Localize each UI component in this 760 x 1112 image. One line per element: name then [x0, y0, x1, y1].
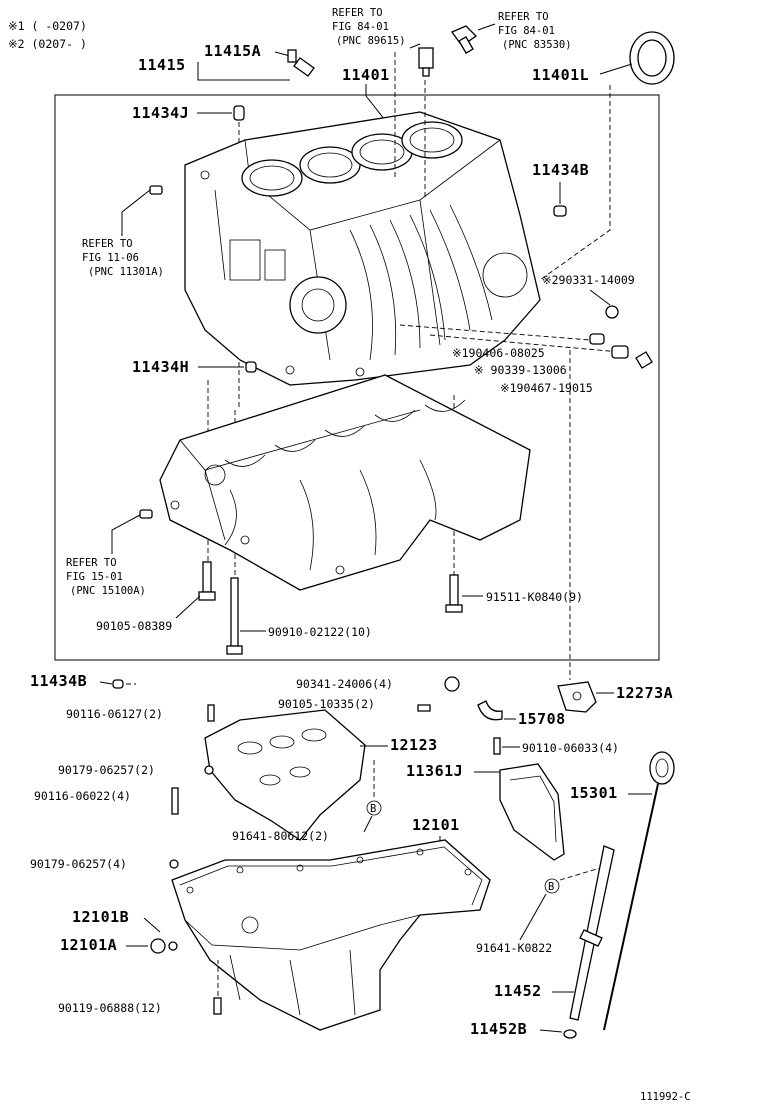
ref-fig84-line1-a: REFER TO [332, 7, 383, 19]
pin-icon [553, 205, 567, 217]
dipstick-15301 [603, 751, 675, 1031]
part-11401L[interactable]: 11401L [532, 66, 589, 84]
baffle-plate-12123 [204, 709, 366, 841]
part-90910-02122[interactable]: 90910-02122(10) [268, 625, 372, 639]
drain-plug-icon [150, 938, 166, 954]
part-11452[interactable]: 11452 [494, 982, 542, 1000]
part-90110-06033[interactable]: 90110-06033(4) [522, 741, 619, 755]
ref-fig1106-line1: REFER TO [82, 238, 133, 250]
ref-fig84-line3-a: (PNC 89615) [336, 35, 406, 47]
ref-fig1106-line3: (PNC 11301A) [88, 266, 164, 278]
part-91511-K0840[interactable]: 91511-K0840(9) [486, 590, 583, 604]
part-11434H[interactable]: 11434H [132, 358, 189, 376]
part-90105-08389[interactable]: 90105-08389 [96, 619, 172, 633]
block-group-frame [54, 94, 660, 661]
ref-fig1501-line1: REFER TO [66, 557, 117, 569]
bore-4 [401, 121, 463, 159]
dipstick-guide-11452 [569, 845, 615, 1021]
part-90116-06022[interactable]: 90116-06022(4) [34, 789, 131, 803]
part-12101A[interactable]: 12101A [60, 936, 117, 954]
stud-icon-2 [171, 787, 179, 815]
part-11401[interactable]: 11401 [342, 66, 390, 84]
part-90116-06127[interactable]: 90116-06127(2) [66, 707, 163, 721]
bolt-90119-icon [213, 997, 222, 1015]
note-1: ※1 ( -0207) [8, 19, 87, 33]
bore-1 [241, 159, 303, 197]
part-11415A[interactable]: 11415A [204, 42, 261, 60]
ref-fig1106-line2: FIG 11-06 [82, 252, 139, 264]
ref-fig84-line2-a: FIG 84-01 [332, 21, 389, 33]
part-91641-80612[interactable]: 91641-80612(2) [232, 829, 329, 843]
lower-crankcase [159, 374, 531, 591]
o-ring-icon [563, 1029, 577, 1039]
diagram-code: 111992-C [640, 1091, 691, 1103]
part-90105-10335[interactable]: 90105-10335(2) [278, 697, 375, 711]
pin-icon-2 [112, 679, 124, 689]
part-15708[interactable]: 15708 [518, 710, 566, 728]
part-90467-19015[interactable]: ※190467-19015 [500, 381, 593, 395]
part-90406-08025[interactable]: ※190406-08025 [452, 346, 545, 360]
cylinder-block [184, 111, 541, 386]
plug-icon-2 [611, 345, 629, 359]
part-12101B[interactable]: 12101B [72, 908, 129, 926]
part-90179-06257-a[interactable]: 90179-06257(2) [58, 763, 155, 777]
knock-sensor-icon [409, 43, 434, 77]
ref-fig1501-line2: FIG 15-01 [66, 571, 123, 583]
part-11434J[interactable]: 11434J [132, 104, 189, 122]
ref-fig84-line1-b: REFER TO [498, 11, 549, 23]
part-91641-K0822[interactable]: 91641-K0822 [476, 941, 552, 955]
mark-b-1-text: B [370, 803, 376, 815]
plug-icon-3 [139, 509, 153, 519]
part-12123[interactable]: 12123 [390, 736, 438, 754]
bolt-90110-icon [493, 737, 501, 755]
plug-nut-icon [605, 305, 619, 319]
part-15301[interactable]: 15301 [570, 784, 618, 802]
gasket-ring-icon [168, 941, 178, 951]
part-90331-14009[interactable]: ※290331-14009 [542, 273, 635, 287]
part-11452B[interactable]: 11452B [470, 1020, 527, 1038]
part-90119-06888[interactable]: 90119-06888(12) [58, 1001, 162, 1015]
bolt-90910-02122-icon [226, 577, 243, 655]
mark-b-1 [366, 800, 382, 816]
bolt-small-icon [417, 704, 431, 712]
stud-bolt-icon [287, 49, 315, 77]
part-11434B-top[interactable]: 11434B [532, 161, 589, 179]
cover-11361J [499, 763, 565, 861]
oil-jet-icon [477, 700, 503, 721]
oil-plug-icon [444, 676, 460, 692]
union-icon [589, 333, 605, 345]
part-11361J[interactable]: 11361J [406, 762, 463, 780]
nut-icon-2 [169, 859, 179, 869]
part-11434B-bottom[interactable]: 11434B [30, 672, 87, 690]
bolt-90105-08389-icon [198, 561, 216, 601]
oil-pan-12101 [171, 839, 491, 1031]
bolt-91511-icon [445, 574, 463, 613]
ref-fig84-line3-b: (PNC 83530) [502, 39, 572, 51]
part-11415[interactable]: 11415 [138, 56, 186, 74]
part-12273A[interactable]: 12273A [616, 684, 673, 702]
ref-fig1501-line3: (PNC 15100A) [70, 585, 146, 597]
part-90341-24006[interactable]: 90341-24006(4) [296, 677, 393, 691]
mark-b-2-text: B [548, 881, 554, 893]
bore-2 [299, 146, 361, 184]
note-2: ※2 (0207- ) [8, 37, 87, 51]
part-90179-06257-b[interactable]: 90179-06257(4) [30, 857, 127, 871]
gasket-12273A-icon [557, 681, 597, 713]
dowel-pin-icon [233, 105, 245, 121]
plug-icon [149, 185, 163, 195]
ref-fig84-line2-b: FIG 84-01 [498, 25, 555, 37]
dowel-pin-icon-2 [245, 361, 257, 373]
mark-b-2 [544, 878, 560, 894]
stud-icon [207, 704, 215, 722]
part-12101[interactable]: 12101 [412, 816, 460, 834]
clip-icon [635, 351, 653, 369]
oil-seal-icon [629, 31, 675, 85]
nut-icon [204, 765, 214, 775]
part-90339-13006[interactable]: ※ 90339-13006 [474, 363, 567, 377]
temp-sensor-icon [451, 23, 496, 54]
